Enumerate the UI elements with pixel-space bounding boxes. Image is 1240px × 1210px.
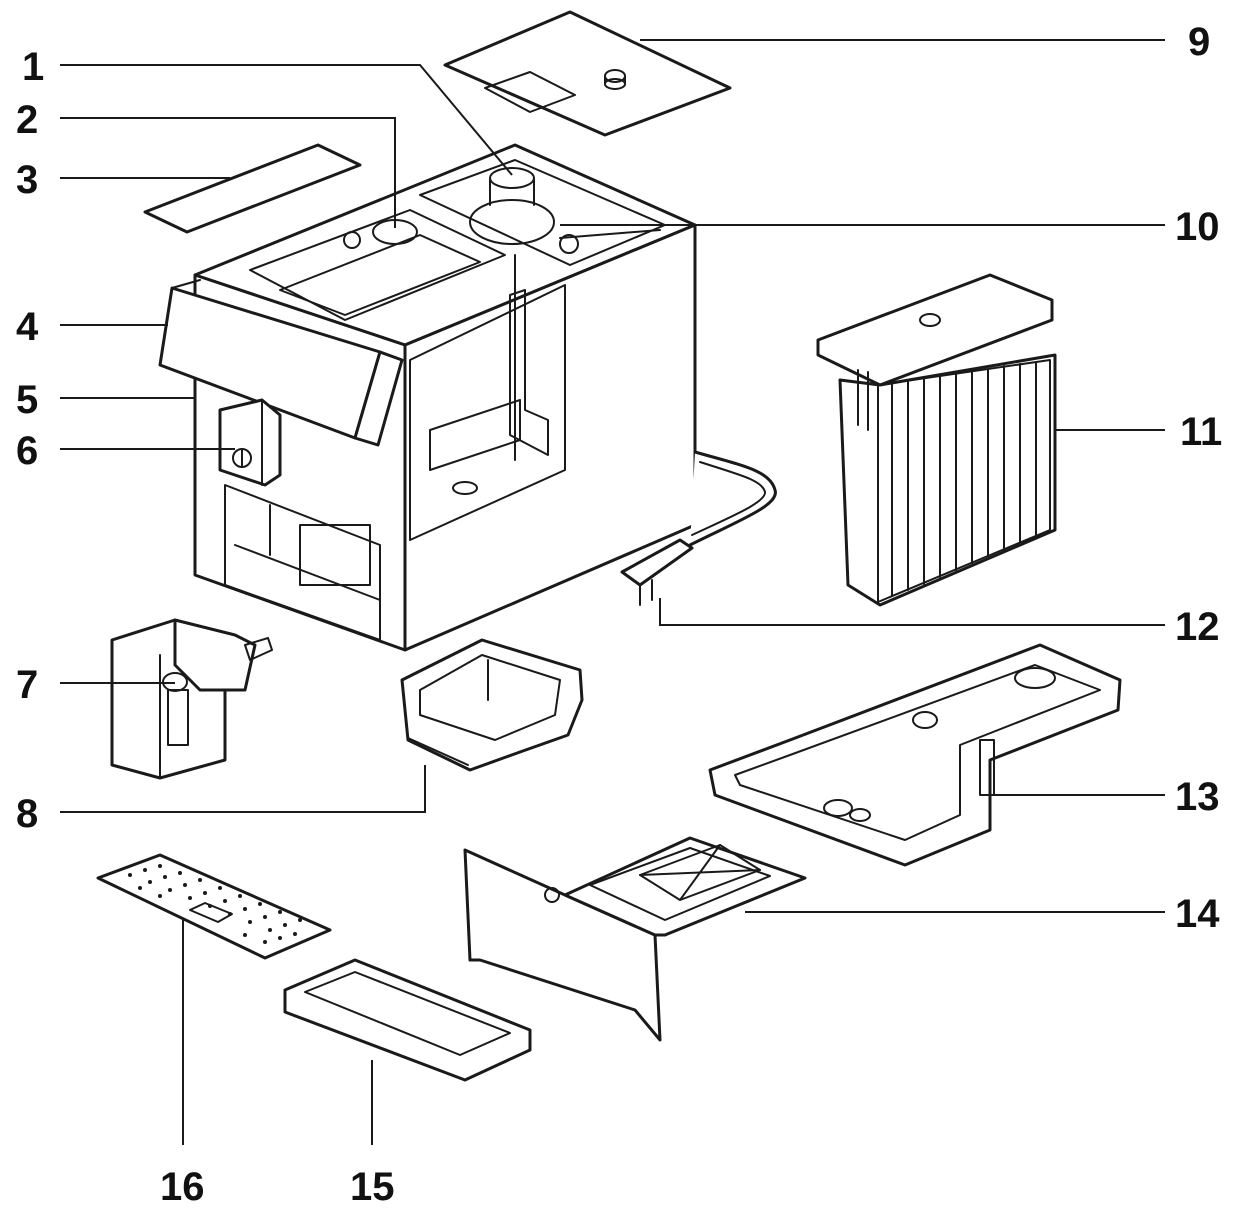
callout-14: 14 (1175, 892, 1220, 936)
control-panel (158, 279, 404, 447)
callout-2: 2 (16, 98, 38, 142)
leader-12 (659, 598, 1165, 626)
callout-16: 16 (160, 1165, 205, 1209)
bean-container (469, 167, 661, 254)
leader-8 (60, 765, 426, 813)
callout-10: 10 (1175, 205, 1220, 249)
grounds-container (400, 638, 584, 772)
callout-3: 3 (16, 158, 38, 202)
callout-15: 15 (350, 1165, 395, 1209)
leader-5 (60, 397, 196, 420)
brewing-unit (110, 618, 273, 780)
callout-1: 1 (22, 45, 44, 89)
perforated-plate (96, 853, 332, 960)
water-tank (816, 273, 1057, 607)
leader-2 (60, 117, 396, 228)
callout-9: 9 (1188, 20, 1210, 64)
callout-numbers: 1 2 3 4 5 6 7 8 9 10 11 12 13 14 15 16 (16, 20, 1222, 1209)
callout-4: 4 (16, 305, 39, 349)
leader-1 (60, 64, 513, 176)
callout-13: 13 (1175, 775, 1220, 819)
coffee-funnel (463, 836, 807, 1042)
callout-7: 7 (16, 663, 38, 707)
power-cord (620, 450, 777, 606)
bean-lid (443, 10, 732, 137)
callout-6: 6 (16, 429, 38, 473)
drip-tray (708, 643, 1122, 867)
callout-8: 8 (16, 792, 38, 836)
callout-12: 12 (1175, 605, 1220, 649)
perforation-dots (128, 864, 302, 944)
water-tank-filter-stripes (891, 361, 1037, 597)
top-strip (143, 143, 362, 234)
drip-grid-frame (283, 958, 532, 1082)
callout-11: 11 (1180, 410, 1222, 454)
callout-5: 5 (16, 378, 38, 422)
steam-knob (218, 398, 282, 487)
leader-lines (60, 39, 1165, 1145)
